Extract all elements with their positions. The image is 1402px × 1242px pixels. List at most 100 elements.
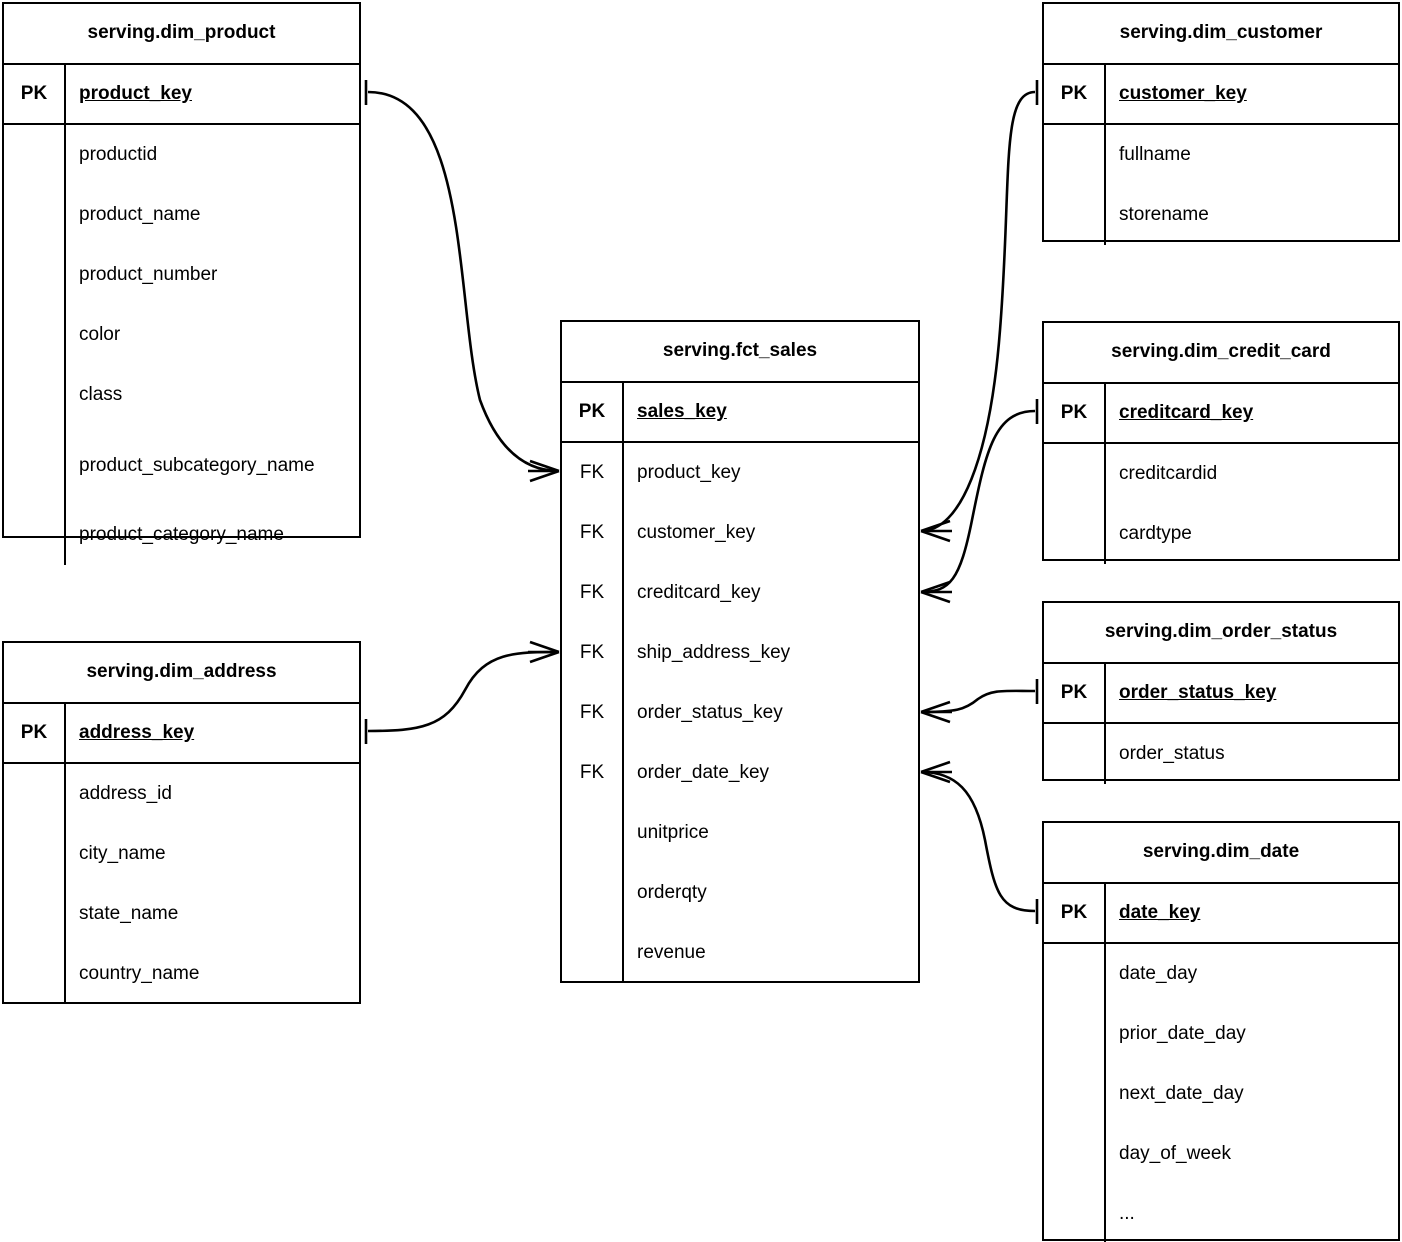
crowsfoot-many [528, 459, 560, 483]
entity-row[interactable]: product_number [4, 245, 359, 305]
field-name: order_date_key [622, 743, 918, 803]
key-label: PK [20, 83, 48, 104]
entity-dim-date[interactable]: serving.dim_date PK date_key date_day pr… [1042, 821, 1400, 1242]
entity-row[interactable]: cardtype [1044, 504, 1398, 564]
key-label [1044, 125, 1104, 185]
key-label: FK [579, 582, 605, 603]
entity-row[interactable]: orderqty [562, 863, 918, 923]
entity-title: serving.fct_sales [562, 322, 918, 383]
entity-row[interactable]: color [4, 305, 359, 365]
relationship-sales-date [920, 760, 1039, 924]
key-label [4, 125, 64, 185]
entity-row[interactable]: FK product_key [562, 443, 918, 503]
key-label [562, 923, 622, 983]
entity-row[interactable]: next_date_day [1044, 1064, 1398, 1124]
entity-row[interactable]: date_day [1044, 944, 1398, 1004]
entity-row-pk[interactable]: PK date_key [1044, 884, 1398, 944]
key-label: PK [1060, 902, 1088, 923]
entity-row[interactable]: unitprice [562, 803, 918, 863]
entity-row[interactable]: FK order_status_key [562, 683, 918, 743]
entity-row[interactable]: state_name [4, 884, 359, 944]
crowsfoot-many [920, 700, 952, 724]
key-label [1044, 1004, 1104, 1064]
entity-dim-customer[interactable]: serving.dim_customer PK customer_key ful… [1042, 2, 1400, 245]
field-name: fullname [1104, 125, 1398, 185]
entity-dim-address[interactable]: serving.dim_address PK address_key addre… [2, 641, 361, 1004]
entity-title: serving.dim_customer [1044, 4, 1398, 65]
entity-row[interactable]: fullname [1044, 125, 1398, 185]
field-name: unitprice [622, 803, 918, 863]
key-label: PK [20, 722, 48, 743]
key-label [1044, 1124, 1104, 1184]
entity-row[interactable]: product_subcategory_name [4, 425, 359, 505]
field-name: orderqty [622, 863, 918, 923]
key-label [1044, 724, 1104, 784]
entity-row-pk[interactable]: PK order_status_key [1044, 664, 1398, 724]
key-label [562, 803, 622, 863]
field-name: state_name [64, 884, 359, 944]
key-label [4, 185, 64, 245]
field-name: creditcard_key [1104, 384, 1398, 442]
key-label [4, 365, 64, 425]
field-name: address_id [64, 764, 359, 824]
field-name: product_subcategory_name [64, 425, 359, 505]
entity-row[interactable]: ... [1044, 1184, 1398, 1242]
field-name: date_key [1104, 884, 1398, 942]
field-name: ship_address_key [622, 623, 918, 683]
field-name: address_key [64, 704, 359, 762]
field-name: order_status [1104, 724, 1398, 784]
entity-row[interactable]: class [4, 365, 359, 425]
entity-row[interactable]: city_name [4, 824, 359, 884]
entity-row[interactable]: order_status [1044, 724, 1398, 784]
entity-title: serving.dim_date [1044, 823, 1398, 884]
entity-row[interactable]: FK creditcard_key [562, 563, 918, 623]
key-label [1044, 185, 1104, 245]
entity-fct-sales[interactable]: serving.fct_sales PK sales_key FK produc… [560, 320, 920, 983]
entity-title: serving.dim_product [4, 4, 359, 65]
field-name: creditcard_key [622, 563, 918, 623]
entity-row-pk[interactable]: PK address_key [4, 704, 359, 764]
entity-row[interactable]: productid [4, 125, 359, 185]
field-name: prior_date_day [1104, 1004, 1398, 1064]
entity-row[interactable]: creditcardid [1044, 444, 1398, 504]
entity-row[interactable]: revenue [562, 923, 918, 983]
key-label [4, 824, 64, 884]
field-name: productid [64, 125, 359, 185]
entity-row-pk[interactable]: PK sales_key [562, 383, 918, 443]
key-label [562, 863, 622, 923]
key-label: FK [579, 642, 605, 663]
field-name: product_number [64, 245, 359, 305]
entity-row[interactable]: country_name [4, 944, 359, 1004]
field-name: order_status_key [1104, 664, 1398, 722]
entity-row[interactable]: FK order_date_key [562, 743, 918, 803]
entity-row[interactable]: FK ship_address_key [562, 623, 918, 683]
entity-row[interactable]: FK customer_key [562, 503, 918, 563]
entity-row-pk[interactable]: PK creditcard_key [1044, 384, 1398, 444]
entity-row[interactable]: day_of_week [1044, 1124, 1398, 1184]
entity-row[interactable]: address_id [4, 764, 359, 824]
entity-row[interactable]: product_name [4, 185, 359, 245]
entity-row-pk[interactable]: PK product_key [4, 65, 359, 125]
entity-title: serving.dim_credit_card [1044, 323, 1398, 384]
field-name: customer_key [1104, 65, 1398, 123]
entity-dim-order-status[interactable]: serving.dim_order_status PK order_status… [1042, 601, 1400, 784]
field-name: storename [1104, 185, 1398, 245]
entity-title: serving.dim_order_status [1044, 603, 1398, 664]
key-label: FK [579, 702, 605, 723]
key-label: FK [579, 462, 605, 483]
key-label [4, 505, 64, 565]
field-name: country_name [64, 944, 359, 1004]
entity-row[interactable]: product_category_name [4, 505, 359, 565]
entity-title: serving.dim_address [4, 643, 359, 704]
entity-dim-credit-card[interactable]: serving.dim_credit_card PK creditcard_ke… [1042, 321, 1400, 564]
entity-dim-product[interactable]: serving.dim_product PK product_key produ… [2, 2, 361, 565]
crowsfoot-many [920, 519, 952, 543]
entity-row[interactable]: storename [1044, 185, 1398, 245]
field-name: product_name [64, 185, 359, 245]
entity-row-pk[interactable]: PK customer_key [1044, 65, 1398, 125]
field-name: product_key [622, 443, 918, 503]
key-label [4, 884, 64, 944]
entity-row[interactable]: prior_date_day [1044, 1004, 1398, 1064]
field-name: creditcardid [1104, 444, 1398, 504]
